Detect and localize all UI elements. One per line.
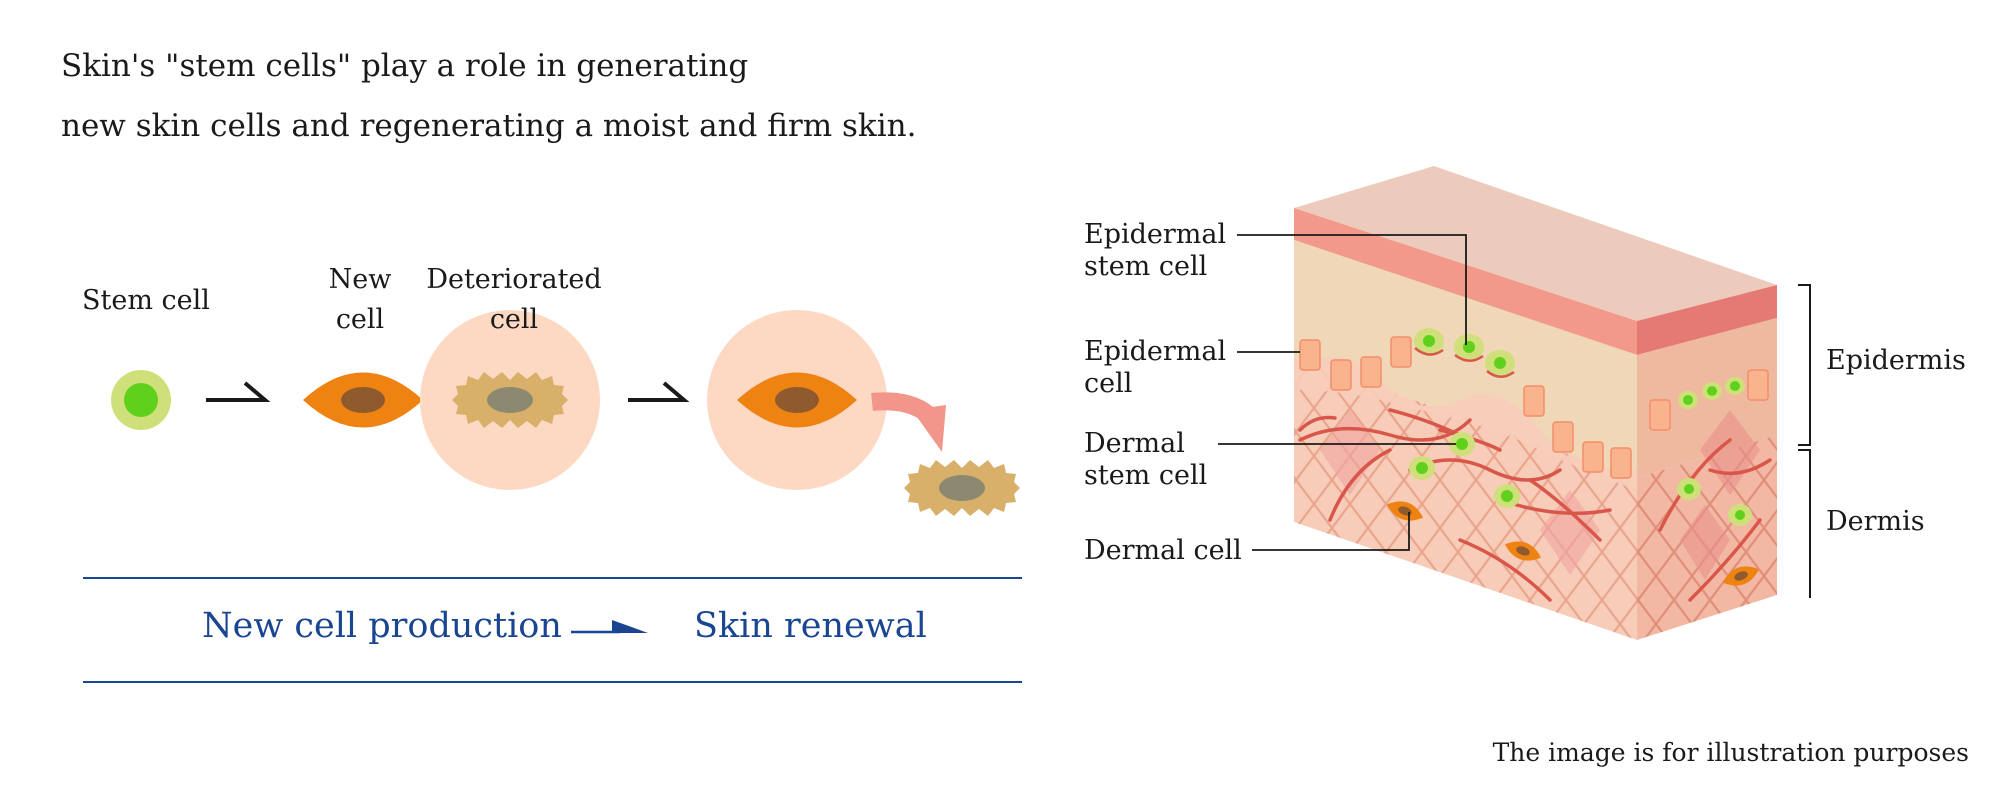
shed-arrow-icon	[871, 392, 946, 452]
banner-skin-renewal: Skin renewal	[694, 606, 927, 646]
deteriorated-cell-label-line1: Deteriorated	[426, 264, 602, 295]
illustration-note: The image is for illustration purposes	[1492, 738, 1969, 767]
banner-arrow-icon	[571, 620, 648, 634]
epidermal-stem-cell-label-line2: stem cell	[1084, 251, 1208, 282]
new-cell-icon	[303, 372, 423, 428]
dermal-stem-cell-label: Dermal stem cell	[1084, 428, 1207, 492]
dermal-stem-cell-label-line2: stem cell	[1084, 460, 1208, 491]
epidermal-stem-cell-label-line1: Epidermal	[1084, 219, 1227, 250]
banner-new-cell-production: New cell production	[202, 606, 562, 646]
epidermis-bracket	[1798, 284, 1811, 446]
stem-cell-icon	[111, 370, 171, 430]
epidermal-cell-label: Epidermal cell	[1084, 336, 1226, 400]
epidermal-stem-cell-label: Epidermal stem cell	[1084, 219, 1226, 283]
epidermal-cell-label-line2: cell	[1084, 368, 1133, 399]
epidermal-cell-label-line1: Epidermal	[1084, 336, 1227, 367]
stem-cell-label: Stem cell	[82, 285, 210, 316]
deteriorated-cell-icon	[452, 372, 568, 428]
deteriorated-cell-label-line2: cell	[489, 304, 539, 335]
new-cell-label-line1: New	[328, 264, 392, 295]
skin-block	[1294, 166, 1777, 640]
deteriorated-cell-label: Deteriorated cell	[425, 264, 603, 336]
headline-line-1: Skin's "stem cells" play a role in gener…	[61, 48, 749, 84]
dermis-label: Dermis	[1826, 506, 1925, 537]
new-cell-label: New cell	[314, 264, 406, 336]
dermal-stem-cell-label-line1: Dermal	[1084, 428, 1185, 459]
new-cell-label-line2: cell	[335, 304, 385, 335]
headline-line-2: new skin cells and regenerating a moist …	[61, 108, 917, 144]
dermal-cell-label: Dermal cell	[1084, 535, 1242, 566]
shed-deteriorated-cell-icon	[904, 460, 1020, 516]
epidermis-label: Epidermis	[1826, 345, 1966, 376]
leader-lines	[1218, 234, 1467, 551]
arrow-2-icon	[628, 381, 690, 402]
dermis-bracket	[1798, 449, 1811, 598]
arrow-1-icon	[206, 381, 271, 402]
